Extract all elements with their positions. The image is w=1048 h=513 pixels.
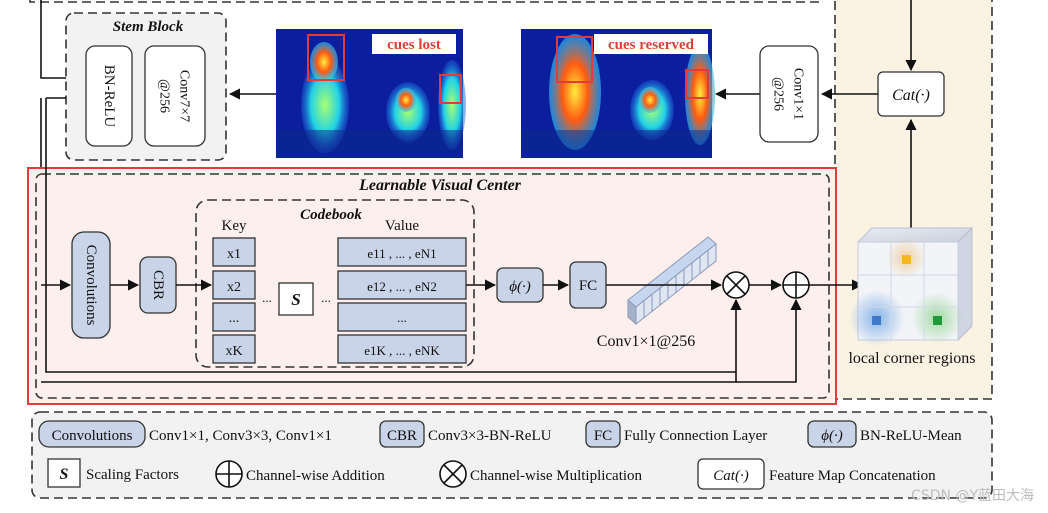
value-cell bbox=[337, 334, 467, 364]
convolutions-label: Convolutions bbox=[83, 245, 99, 326]
dots-left: ... bbox=[262, 290, 272, 305]
scaling-factor-label: S bbox=[291, 290, 300, 309]
cbr-label: CBR bbox=[150, 270, 166, 300]
lvc-title: Learnable Visual Center bbox=[358, 177, 522, 194]
legend-s-tag-label: S bbox=[60, 466, 69, 483]
key-cell bbox=[212, 334, 256, 364]
value-header: Value bbox=[385, 218, 419, 234]
legend-multiply-desc: Channel-wise Multiplication bbox=[470, 468, 643, 484]
conv7-box bbox=[144, 45, 206, 147]
conv-feature-stack bbox=[627, 236, 717, 326]
left-outer-line bbox=[40, 0, 66, 79]
value-cell-label: e12 , ... , eN2 bbox=[367, 279, 437, 294]
heatmap-cues-reserved: cues reserved bbox=[521, 29, 715, 158]
highlight-box-right-a bbox=[556, 36, 593, 83]
value-cell-label: ... bbox=[397, 310, 407, 325]
legend-phi-desc: BN-ReLU-Mean bbox=[860, 428, 962, 444]
conv7-label-line1: Conv7×7 bbox=[177, 70, 192, 122]
watermark: CSDN @Y蓝田大海 bbox=[911, 488, 1034, 504]
key-cell-label: x2 bbox=[227, 280, 241, 295]
stem-block: Stem Block BN-ReLU Conv7×7 @256 bbox=[65, 12, 227, 161]
dots-right: ... bbox=[321, 290, 331, 305]
key-cell bbox=[212, 302, 256, 332]
key-cell bbox=[212, 237, 256, 267]
legend-fc-tag bbox=[585, 420, 621, 448]
codebook-frame bbox=[195, 199, 475, 368]
conv7-label-line2: @256 bbox=[157, 79, 172, 113]
key-cell-label: x1 bbox=[227, 247, 241, 262]
fc-label: FC bbox=[579, 278, 597, 294]
legend-cat-tag bbox=[697, 458, 765, 490]
phi-label: ϕ(·) bbox=[509, 279, 531, 295]
legend-cat-desc: Feature Map Concatenation bbox=[769, 468, 936, 484]
highlight-box-right-b bbox=[685, 69, 709, 99]
key-cell-label: ... bbox=[229, 311, 240, 326]
highlight-box-left-a bbox=[307, 34, 345, 81]
legend-multiply-icon bbox=[439, 460, 467, 488]
legend-cbr-desc: Conv3×3-BN-ReLU bbox=[428, 428, 552, 444]
value-column: e11 , ... , eN1 e12 , ... , eN2 ... e1K … bbox=[337, 237, 467, 364]
corner-caption: local corner regions bbox=[848, 350, 975, 367]
top-frame-edge bbox=[29, 0, 821, 3]
key-cell bbox=[212, 270, 256, 300]
cat-label: Cat(·) bbox=[892, 87, 930, 104]
legend-cbr-tag-label: CBR bbox=[387, 428, 417, 444]
legend-s-tag bbox=[47, 458, 81, 488]
legend-cat-tag-label: Cat(·) bbox=[713, 468, 748, 484]
bn-relu-label: BN-ReLU bbox=[101, 65, 117, 128]
stem-block-title: Stem Block bbox=[113, 19, 184, 35]
codebook-title: Codebook bbox=[300, 207, 362, 223]
caption-cues-reserved: cues reserved bbox=[608, 37, 695, 53]
caption-cues-lost: cues lost bbox=[387, 37, 441, 53]
conv1x1-block: Conv1×1 @256 bbox=[759, 45, 819, 143]
conv1-label-line2: @256 bbox=[771, 77, 786, 111]
legend-add-desc: Channel-wise Addition bbox=[246, 468, 385, 484]
cat-block: Cat(·) bbox=[877, 71, 945, 117]
value-cell bbox=[337, 302, 467, 332]
bn-relu-box bbox=[85, 45, 133, 147]
legend-s-desc: Scaling Factors bbox=[86, 467, 179, 483]
value-cell-label: e1K , ... , eNK bbox=[364, 343, 440, 358]
legend-phi-tag-label: ϕ(·) bbox=[821, 428, 843, 444]
legend-convolutions-tag bbox=[38, 420, 146, 448]
cbr-skip-line bbox=[45, 98, 736, 373]
legend-add-icon bbox=[215, 460, 243, 488]
key-header: Key bbox=[222, 218, 247, 234]
key-column: x1 x2 ... xK bbox=[212, 237, 256, 364]
local-corner-cube bbox=[849, 226, 974, 346]
skip-connection-add bbox=[736, 298, 802, 383]
legend-fc-tag-label: FC bbox=[594, 428, 612, 444]
conv1-label-line1: Conv1×1 bbox=[791, 68, 806, 120]
legend-convolutions-tag-label: Convolutions bbox=[52, 428, 133, 444]
conv-stack-caption: Conv1×1@256 bbox=[597, 333, 695, 350]
legend-cbr-tag bbox=[379, 420, 425, 448]
legend-convolutions-desc: Conv1×1, Conv3×3, Conv1×1 bbox=[149, 428, 332, 444]
lvc-dashed-frame bbox=[35, 173, 830, 399]
value-cell-label: e11 , ... , eN1 bbox=[367, 246, 436, 261]
legend-fc-desc: Fully Connection Layer bbox=[624, 428, 767, 444]
value-cell bbox=[337, 237, 467, 267]
multiply-operator bbox=[722, 271, 750, 299]
scaling-factor-box bbox=[278, 282, 314, 316]
key-cell-label: xK bbox=[225, 344, 242, 359]
heatmap-cues-lost: cues lost bbox=[276, 29, 466, 158]
add-operator bbox=[782, 271, 810, 299]
highlight-box-left-b bbox=[439, 74, 462, 104]
legend-phi-tag bbox=[807, 420, 857, 448]
